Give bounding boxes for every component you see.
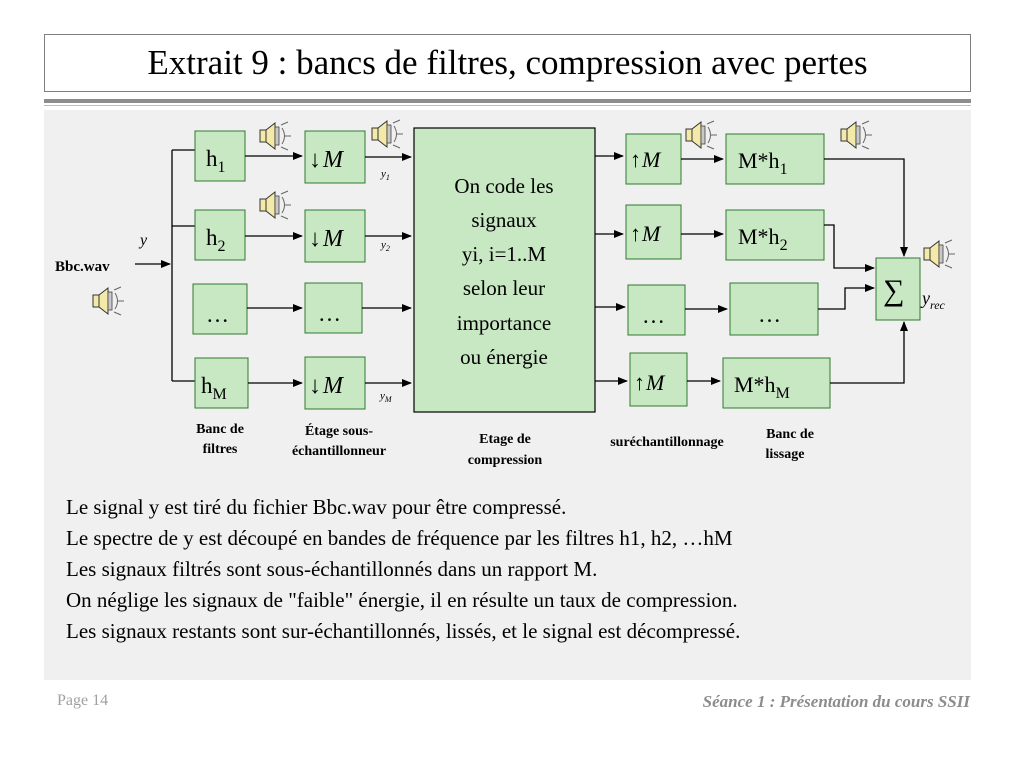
output-signal-label: yrec [920, 288, 946, 312]
input-signal-label: y [138, 232, 148, 249]
compression-line: On code les [454, 174, 553, 198]
page-number: Page 14 [57, 692, 109, 709]
sum-icon: ∑ [883, 274, 904, 307]
downsampler-M-label: ↓M [309, 373, 345, 399]
upsampler-M-label: ↑M [634, 370, 666, 395]
speaker-icon [840, 120, 873, 150]
caption-compression-line: compression [468, 453, 543, 468]
downsampler-M-block [304, 356, 366, 410]
compression-line: ou énergie [460, 345, 548, 369]
speaker-icon [259, 121, 292, 151]
filter-ellipsis-label: … [206, 302, 229, 327]
downsampler-2-block [304, 209, 366, 263]
filter-h2-label: h2 [206, 225, 226, 255]
title-rule-thin [44, 105, 971, 106]
body-line: Les signaux filtrés sont sous-échantillo… [66, 557, 598, 581]
smoothing-2-block [725, 209, 825, 261]
body-text: Le signal y est tiré du fichier Bbc.wav … [66, 492, 740, 647]
caption-filter-bank-line: Banc de [196, 422, 244, 437]
upsampler-ellipsis-block [627, 284, 686, 336]
smoothing-1-block [725, 133, 825, 185]
upsampler-M-block [629, 352, 688, 407]
summation-block [875, 257, 921, 321]
subband-yM-label: yM [379, 390, 393, 404]
subband-y2-label: y2 [380, 239, 390, 253]
upsampler-2-block [625, 204, 682, 260]
title-rule [44, 99, 971, 103]
wire [818, 284, 875, 310]
downsampler-2-label: ↓M [309, 226, 345, 252]
downsampler-ellipsis-block [304, 282, 363, 334]
caption-downsampler-line: échantillonneur [292, 444, 386, 459]
upsampler-1-block [625, 133, 682, 185]
caption-compression-line: Etage de [479, 432, 531, 447]
wire [824, 158, 908, 257]
speaker-icon [92, 286, 125, 316]
speaker-icon [259, 190, 292, 220]
smoothing-M-label: M*hM [734, 372, 790, 402]
upsampler-2-label: ↑M [630, 221, 662, 246]
compression-line: signaux [471, 208, 537, 232]
downsampler-ellipsis-label: … [318, 301, 341, 326]
filter-h2-block [194, 209, 246, 261]
downsampler-1-block [304, 130, 366, 184]
smoothing-2-label: M*h2 [738, 224, 788, 254]
body-line: On néglige les signaux de "faible" énerg… [66, 588, 738, 612]
compression-text: On code les signaux yi, i=1..M selon leu… [454, 174, 553, 369]
captions: Banc de filtres Étage sous- échantillonn… [196, 422, 814, 468]
body-line: Les signaux restants sont sur-échantillo… [66, 619, 741, 643]
body-line: Le signal y est tiré du fichier Bbc.wav … [66, 495, 567, 519]
smoothing-ellipsis-block [729, 282, 819, 336]
wire [830, 321, 908, 384]
compression-line: yi, i=1..M [462, 242, 547, 266]
downsampler-1-label: ↓M [309, 147, 345, 173]
caption-upsampler: suréchantillonnage [610, 435, 724, 450]
filter-h1-label: h1 [206, 146, 226, 176]
title-box: Extrait 9 : bancs de filtres, compressio… [44, 34, 971, 92]
smoothing-1-label: M*h1 [738, 148, 788, 178]
subband-y1-label: y1 [380, 168, 390, 182]
wire [824, 224, 875, 272]
speaker-icon [371, 119, 404, 149]
caption-filter-bank-line: filtres [203, 442, 238, 457]
speaker-icon [685, 120, 718, 150]
input-file-label: Bbc.wav [55, 259, 110, 275]
filter-h1-block [194, 130, 246, 182]
caption-smoothing-line: lissage [766, 447, 805, 462]
filter-hM-label: hM [201, 373, 227, 403]
smoothing-ellipsis-label: … [758, 302, 781, 327]
slide-title: Extrait 9 : bancs de filtres, compressio… [147, 43, 868, 82]
filter-ellipsis-block [192, 283, 248, 335]
body-line: Le spectre de y est découpé en bandes de… [66, 526, 733, 550]
speaker-icon [923, 239, 956, 269]
footer-course-title: Séance 1 : Présentation du cours SSII [702, 692, 970, 711]
caption-downsampler-line: Étage sous- [305, 422, 373, 439]
caption-smoothing-line: Banc de [766, 427, 814, 442]
compression-block [413, 127, 596, 413]
compression-line: selon leur [463, 276, 545, 300]
compression-line: importance [457, 311, 551, 335]
upsampler-1-label: ↑M [630, 147, 662, 172]
upsampler-ellipsis-label: … [642, 303, 665, 328]
